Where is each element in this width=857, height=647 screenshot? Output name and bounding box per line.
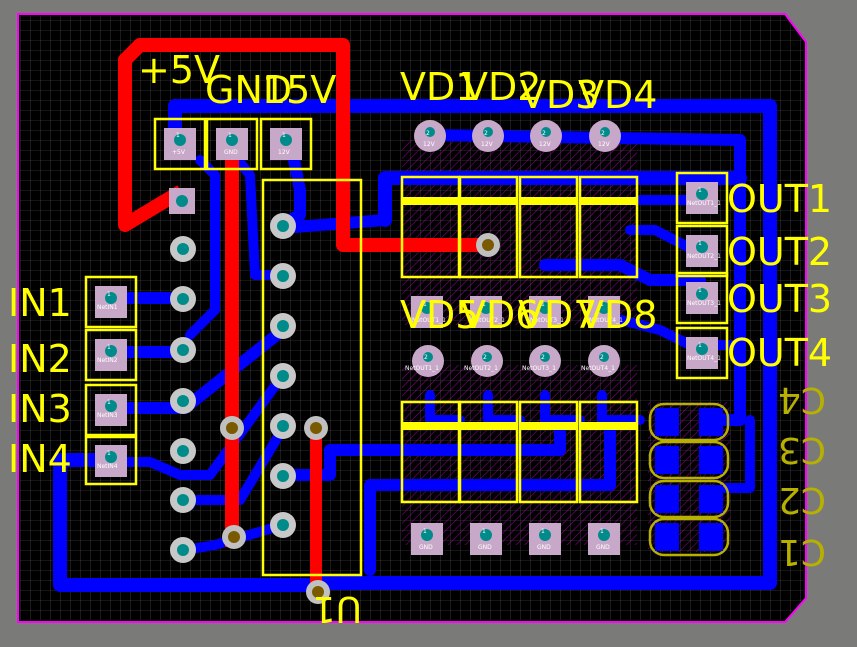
label-vd4: VD4 <box>578 73 657 117</box>
svg-text:1: 1 <box>698 187 702 194</box>
label-out2: OUT2 <box>727 230 832 274</box>
svg-text:NetOUT1_1: NetOUT1_1 <box>405 365 439 372</box>
svg-text:2: 2 <box>483 354 487 361</box>
label-in4: IN4 <box>8 437 72 481</box>
svg-text:NetIN4: NetIN4 <box>97 463 118 470</box>
svg-text:1: 1 <box>423 528 427 535</box>
label-vd2: VD2 <box>462 65 541 109</box>
svg-text:2: 2 <box>542 130 546 137</box>
label-in2: IN2 <box>8 337 72 381</box>
svg-text:2: 2 <box>426 130 430 137</box>
label-vd8: VD8 <box>578 293 657 337</box>
svg-text:1: 1 <box>228 132 232 139</box>
svg-text:GND: GND <box>224 149 238 156</box>
label-out3: OUT3 <box>727 277 832 321</box>
svg-text:NetOUT2_1: NetOUT2_1 <box>464 365 498 372</box>
svg-text:NetOUT2_1: NetOUT2_1 <box>471 317 505 324</box>
svg-text:1: 1 <box>541 528 545 535</box>
capacitor-pads <box>655 408 723 551</box>
label-c1: C1 <box>778 531 826 572</box>
diode-cathode-bars <box>402 197 637 430</box>
svg-text:NetOUT1_1: NetOUT1_1 <box>687 200 721 207</box>
silkscreen-outlines <box>84 117 729 577</box>
svg-text:1: 1 <box>423 301 427 308</box>
svg-text:1: 1 <box>107 450 111 457</box>
label-vd1: VD1 <box>400 65 479 109</box>
svg-text:2: 2 <box>484 130 488 137</box>
label-plus5v: +5V <box>138 48 220 92</box>
svg-text:NetIN2: NetIN2 <box>97 357 118 364</box>
label-vd3: VD3 <box>520 73 599 117</box>
label-vd5: VD5 <box>400 293 479 337</box>
label-c2: C2 <box>778 479 826 520</box>
svg-text:1: 1 <box>600 301 604 308</box>
svg-text:NetOUT3_1: NetOUT3_1 <box>687 300 721 307</box>
svg-text:12V: 12V <box>481 141 494 148</box>
svg-text:NetOUT1_1: NetOUT1_1 <box>412 317 446 324</box>
svg-text:NetOUT4_1: NetOUT4_1 <box>687 355 721 362</box>
svg-text:1: 1 <box>482 301 486 308</box>
svg-text:1: 1 <box>482 528 486 535</box>
label-u1: U1 <box>313 588 362 629</box>
svg-text:NetOUT3_1: NetOUT3_1 <box>522 365 556 372</box>
svg-text:NetIN1: NetIN1 <box>97 304 118 311</box>
svg-text:12V: 12V <box>539 141 552 148</box>
round-pads <box>412 120 621 377</box>
svg-text:1: 1 <box>541 301 545 308</box>
label-c4: C4 <box>778 379 826 420</box>
capacitor-outlines <box>648 402 730 557</box>
svg-text:1: 1 <box>107 344 111 351</box>
svg-text:1: 1 <box>176 132 180 139</box>
designators: +5V GND 15V VD1 VD2 VD3 VD4 VD5 VD6 VD7 … <box>8 48 832 629</box>
label-vd6: VD6 <box>460 293 539 337</box>
svg-text:1: 1 <box>698 287 702 294</box>
square-pads <box>95 128 718 555</box>
label-out4: OUT4 <box>727 331 832 375</box>
svg-text:NetOUT4_1: NetOUT4_1 <box>589 317 623 324</box>
svg-text:2: 2 <box>424 354 428 361</box>
svg-text:2: 2 <box>541 354 545 361</box>
svg-text:1: 1 <box>698 342 702 349</box>
label-in1: IN1 <box>8 281 72 325</box>
svg-text:12V: 12V <box>423 141 436 148</box>
vias <box>220 233 500 604</box>
svg-text:NetOUT3_1: NetOUT3_1 <box>530 317 564 324</box>
svg-text:1: 1 <box>698 240 702 247</box>
label-gnd: GND <box>205 68 292 112</box>
svg-text:+5V: +5V <box>172 149 186 156</box>
svg-text:NetOUT2_1: NetOUT2_1 <box>687 253 721 260</box>
u1-pads <box>169 188 296 563</box>
svg-text:GND: GND <box>537 544 551 551</box>
svg-text:GND: GND <box>596 544 610 551</box>
svg-text:GND: GND <box>419 544 433 551</box>
svg-text:GND: GND <box>478 544 492 551</box>
svg-text:1: 1 <box>600 528 604 535</box>
label-vd7: VD7 <box>518 293 597 337</box>
label-c3: C3 <box>778 429 826 470</box>
svg-text:1: 1 <box>282 132 286 139</box>
svg-text:12V: 12V <box>598 141 611 148</box>
svg-text:2: 2 <box>600 354 604 361</box>
top-copper-traces <box>118 38 495 601</box>
label-15v: 15V <box>262 68 336 112</box>
svg-text:12V: 12V <box>278 149 291 156</box>
label-out1: OUT1 <box>727 177 832 221</box>
svg-text:1: 1 <box>107 291 111 298</box>
pad-net-labels: 1 +5V 1 GND 1 12V 1 NetIN1 1 NetIN2 1 Ne… <box>97 130 721 551</box>
svg-text:1: 1 <box>107 399 111 406</box>
svg-text:NetOUT4_1: NetOUT4_1 <box>581 365 615 372</box>
label-in3: IN3 <box>8 387 72 431</box>
svg-text:NetIN3: NetIN3 <box>97 412 118 419</box>
svg-text:2: 2 <box>601 130 605 137</box>
